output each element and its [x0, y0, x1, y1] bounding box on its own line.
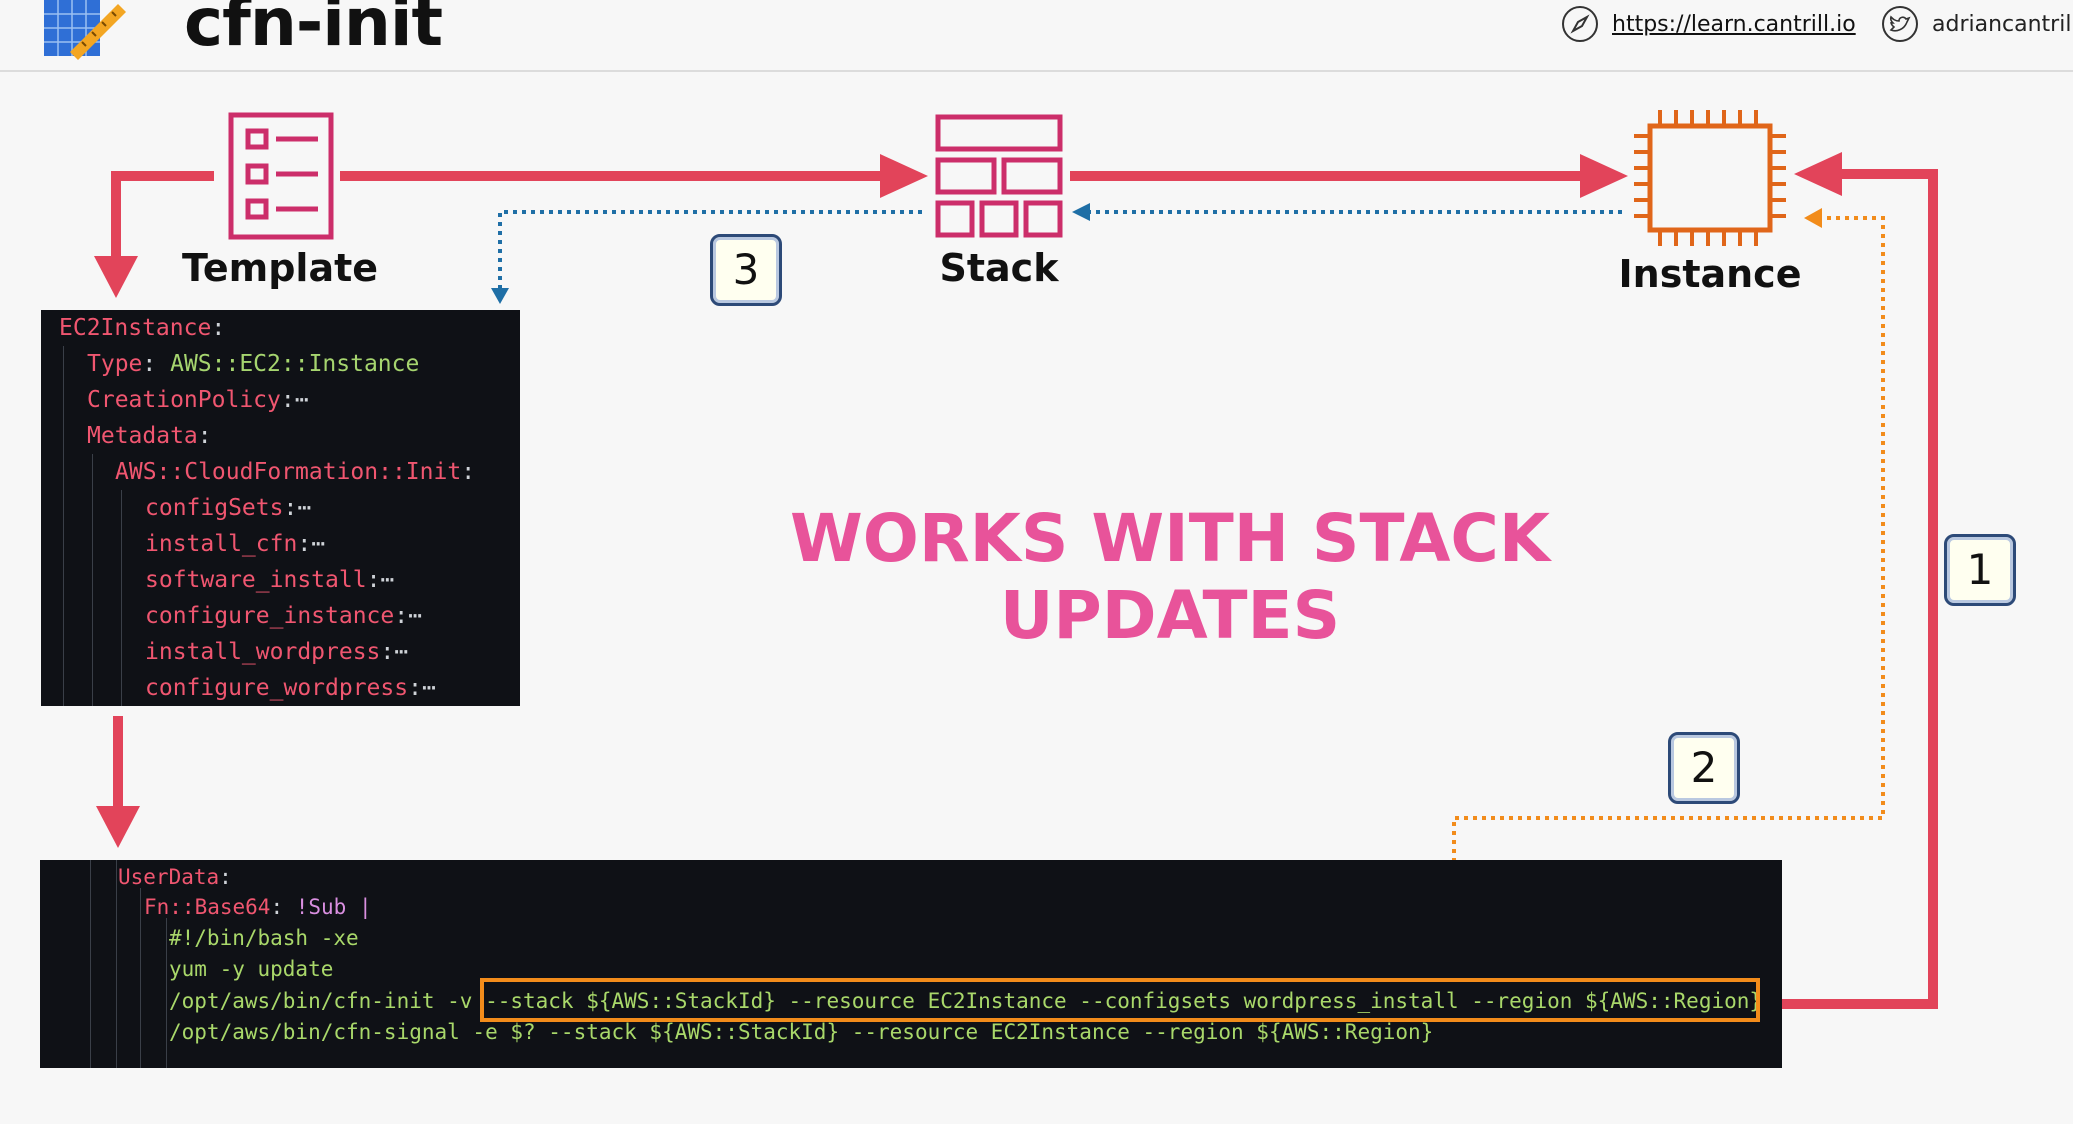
step-badge-3: 3 — [710, 234, 782, 306]
twitter-handle[interactable]: adriancantrill — [1880, 4, 2073, 44]
slide-header: cfn-init https://learn.cantrill.io adria… — [0, 0, 2073, 72]
headline-text: WORKS WITH STACK UPDATES — [789, 500, 1551, 654]
userdata-code-block: UserData: Fn::Base64: !Sub | #!/bin/bash… — [40, 860, 1782, 1068]
highlight-box — [480, 978, 1760, 1022]
code-line: #!/bin/bash -xe — [169, 926, 359, 950]
twitter-icon — [1882, 6, 1918, 42]
template-code-block: EC2Instance: Type: AWS::EC2::Instance Cr… — [41, 310, 520, 706]
dotted-instance-to-stack — [1072, 203, 1622, 221]
dotted-stack-to-template — [491, 210, 922, 304]
stack-icon — [935, 114, 1063, 238]
diagram-canvas — [94, 110, 1938, 1009]
code-line: Metadata: — [87, 423, 212, 449]
template-label: Template — [181, 246, 379, 290]
stack-label: Stack — [939, 246, 1059, 290]
code-line: install_cfn:⋯ — [145, 531, 326, 557]
arrow-stack-to-instance — [1070, 154, 1628, 198]
code-line: configure_instance:⋯ — [145, 603, 422, 629]
arrow-userdata-to-instance — [1768, 152, 1938, 1009]
template-icon — [228, 112, 334, 240]
code-line: configure_wordpress:⋯ — [145, 675, 436, 701]
code-line: configSets:⋯ — [145, 495, 312, 521]
code-line-cfn-signal: /opt/aws/bin/cfn-signal -e $? --stack ${… — [169, 1020, 1434, 1044]
arrow-code-to-userdata — [96, 716, 140, 848]
twitter-name: adriancantrill — [1932, 11, 2073, 37]
step-badge-1: 1 — [1944, 534, 2016, 606]
code-line: Fn::Base64: !Sub | — [144, 895, 372, 919]
code-line-cfn-init: /opt/aws/bin/cfn-init -v --stack ${AWS::… — [169, 989, 1763, 1013]
instance-chip-icon — [1634, 110, 1786, 246]
compass-icon — [1562, 6, 1598, 42]
code-line: UserData: — [118, 865, 232, 889]
website-url[interactable]: https://learn.cantrill.io — [1612, 11, 1856, 37]
slide-title: cfn-init — [184, 0, 443, 61]
code-line: EC2Instance: — [59, 315, 226, 341]
code-line: Type: AWS::EC2::Instance — [87, 351, 420, 377]
code-line: yum -y update — [169, 957, 334, 981]
code-line: CreationPolicy:⋯ — [87, 387, 309, 413]
instance-label: Instance — [1618, 252, 1802, 296]
arrow-template-to-stack — [340, 154, 928, 198]
arrow-template-to-code — [94, 171, 214, 298]
logo-icon — [44, 0, 126, 60]
code-line: AWS::CloudFormation::Init: — [115, 459, 476, 485]
code-line: software_install:⋯ — [145, 567, 395, 593]
website-link[interactable]: https://learn.cantrill.io — [1560, 4, 1856, 44]
step-badge-2: 2 — [1668, 732, 1740, 804]
code-line: install_wordpress:⋯ — [145, 639, 409, 665]
